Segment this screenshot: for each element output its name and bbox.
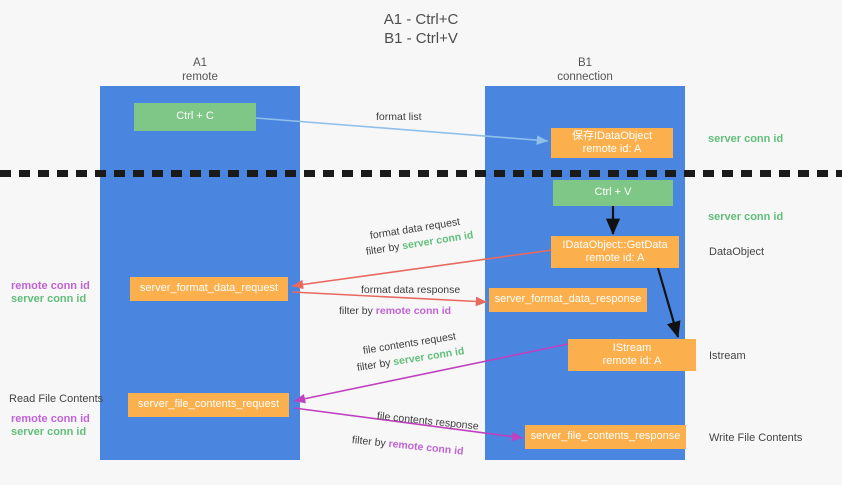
edge-label-format-list: format list bbox=[376, 111, 422, 123]
edge-label-format-data-response: format data response bbox=[361, 284, 461, 296]
annotation-server-conn-mid: server conn id bbox=[708, 211, 784, 223]
annotation-server-conn-2: server conn id bbox=[11, 426, 87, 438]
node-save-idataobject-sub: remote id: A bbox=[582, 143, 642, 155]
phase-divider bbox=[0, 170, 842, 177]
edge-label-format-data-response-filter: filter by remote conn id bbox=[339, 305, 452, 317]
lane-b1-role: connection bbox=[557, 71, 613, 83]
node-istream[interactable]: IStream remote id: A bbox=[568, 339, 696, 371]
annotation-read-file-contents: Read File Contents bbox=[9, 393, 104, 405]
node-ctrl-c[interactable]: Ctrl + C bbox=[134, 103, 256, 131]
annotation-server-conn-top: server conn id bbox=[708, 133, 784, 145]
node-server-format-data-response-label: server_format_data_response bbox=[494, 293, 642, 306]
diagram-title: A1 - Ctrl+C B1 - Ctrl+V bbox=[0, 10, 842, 48]
node-ctrl-v[interactable]: Ctrl + V bbox=[553, 180, 673, 206]
title-line-2: B1 - Ctrl+V bbox=[384, 30, 458, 47]
lane-header-a1: A1 remote bbox=[100, 56, 300, 84]
node-save-idataobject[interactable]: 保存IDataObject remote id: A bbox=[551, 128, 673, 158]
filter-key-remote-conn-2: remote conn id bbox=[387, 437, 465, 458]
lane-header-b1: B1 connection bbox=[485, 56, 685, 84]
node-server-format-data-request-label: server_format_data_request bbox=[139, 282, 279, 295]
node-idataobject-getdata-sub: remote id: A bbox=[585, 252, 645, 264]
node-server-file-contents-request[interactable]: server_file_contents_request bbox=[128, 393, 289, 417]
title-line-1: A1 - Ctrl+C bbox=[383, 11, 459, 28]
node-idataobject-getdata-title: IDataObject::GetData bbox=[562, 238, 668, 251]
node-istream-title: IStream bbox=[612, 341, 652, 354]
annotation-remote-conn-2: remote conn id bbox=[11, 413, 90, 425]
edge-label-file-contents-response: file contents response bbox=[376, 410, 480, 433]
edge-label-file-contents-response-filter: filter by remote conn id bbox=[351, 434, 465, 458]
annotation-remote-conn-1: remote conn id bbox=[11, 280, 90, 292]
node-ctrl-c-label: Ctrl + C bbox=[176, 110, 214, 123]
node-ctrl-v-label: Ctrl + V bbox=[594, 186, 632, 199]
node-idataobject-getdata[interactable]: IDataObject::GetData remote id: A bbox=[551, 236, 679, 268]
node-server-format-data-response[interactable]: server_format_data_response bbox=[489, 288, 647, 312]
annotation-server-conn-1: server conn id bbox=[11, 293, 87, 305]
annotation-write-file-contents: Write File Contents bbox=[709, 432, 803, 444]
node-server-file-contents-response-label: server_file_contents_response bbox=[530, 430, 681, 443]
annotation-istream: Istream bbox=[709, 350, 746, 362]
filter-key-remote-conn-1: remote conn id bbox=[375, 305, 452, 317]
node-istream-sub: remote id: A bbox=[602, 355, 662, 367]
node-server-file-contents-response[interactable]: server_file_contents_response bbox=[525, 425, 686, 449]
lane-b1-name: B1 bbox=[577, 57, 593, 69]
lane-a1-role: remote bbox=[182, 71, 218, 83]
lane-a1-name: A1 bbox=[192, 57, 208, 69]
node-server-format-data-request[interactable]: server_format_data_request bbox=[130, 277, 288, 301]
annotation-dataobject: DataObject bbox=[709, 246, 765, 258]
node-server-file-contents-request-label: server_file_contents_request bbox=[137, 398, 280, 411]
node-save-idataobject-title: 保存IDataObject bbox=[571, 129, 653, 142]
